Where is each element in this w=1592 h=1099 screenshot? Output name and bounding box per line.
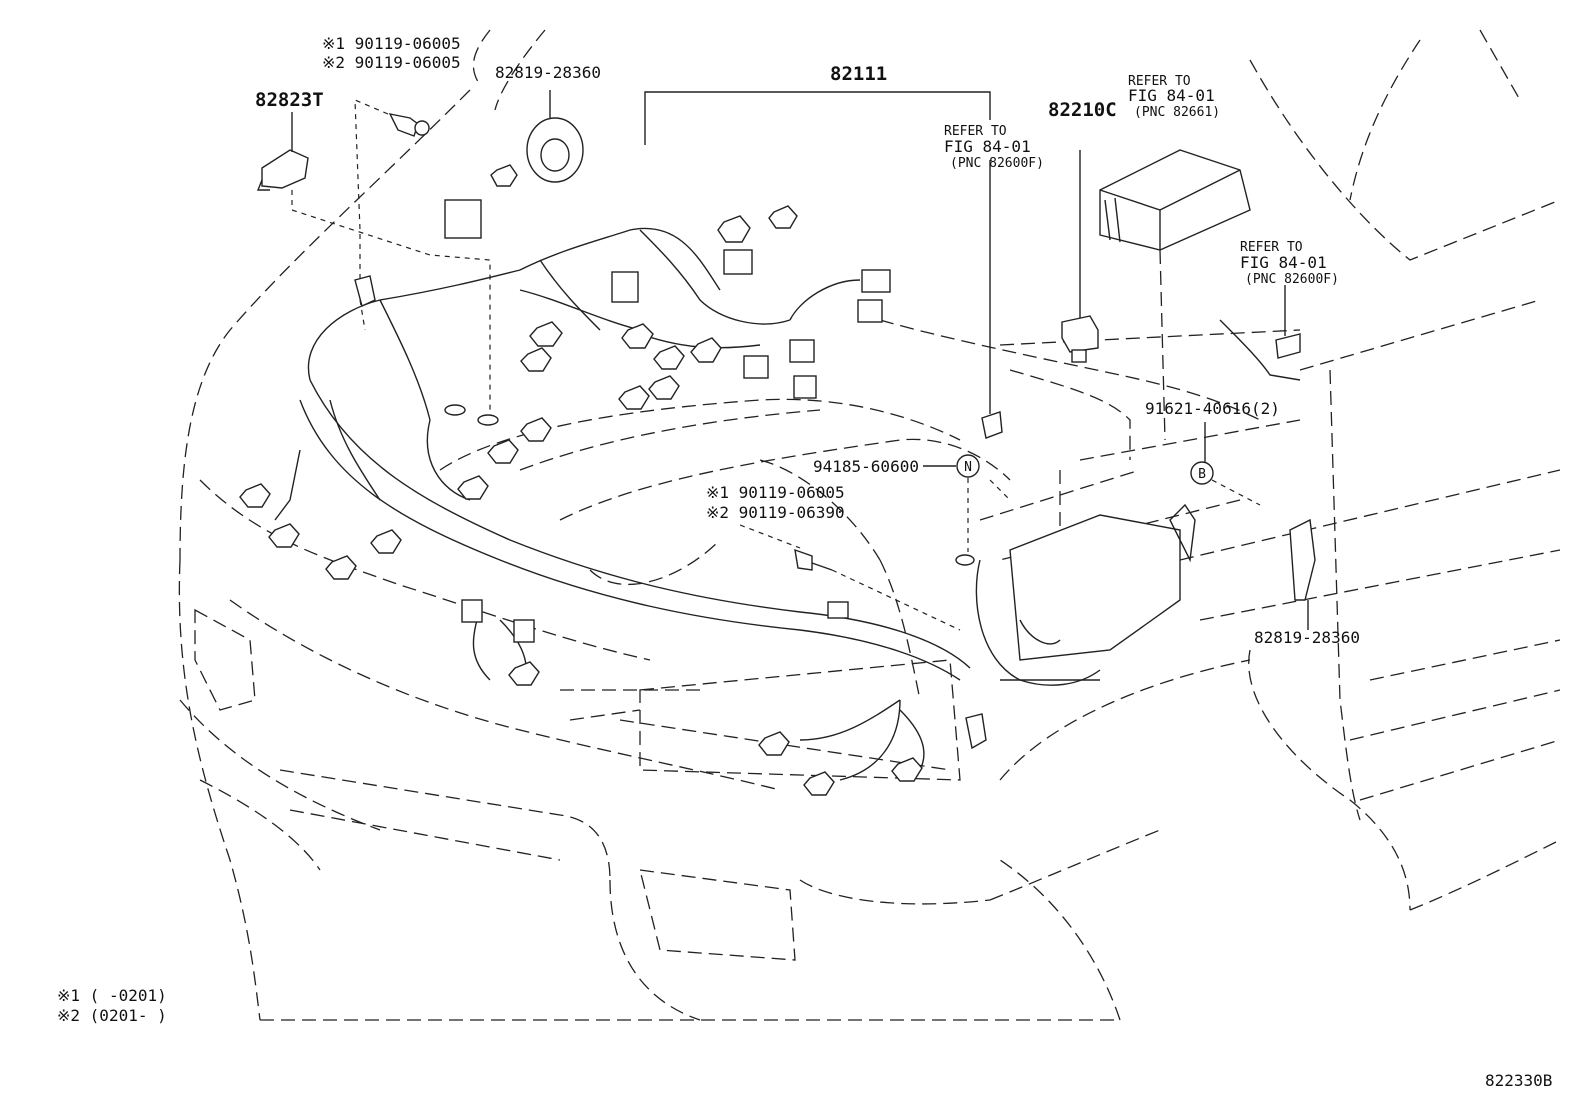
clamp-82823t [256,112,491,410]
connector [723,249,753,275]
leader-lines [644,91,1261,552]
bolt-middle [739,524,961,631]
label-clip-note2: ※2 90119-06005 [322,53,461,72]
circle-letter-n-icon: N [956,454,980,478]
connector [461,599,483,623]
label-refer2-line3: (PNC 82661) [1134,105,1220,120]
connector [827,601,849,619]
connector [529,321,563,347]
connector [520,347,552,372]
connector [653,345,685,370]
circle-letter-b-icon: B [1190,461,1214,485]
connector [621,323,654,349]
connector [861,269,891,293]
connector [520,417,552,442]
grommet-top [526,90,584,183]
fuse-center [981,160,1003,439]
label-bolt-mid-note1: ※1 90119-06005 [706,483,845,502]
label-refer3-line1: REFER TO [1240,240,1303,255]
connector [611,271,639,303]
label-relay: 82210C [1048,99,1117,121]
bolt-top [354,99,430,331]
fuse-box [1099,149,1251,251]
label-harness-main: 82111 [830,63,887,85]
connector [618,385,650,410]
label-refer1-line3: (PNC 82600F) [950,156,1044,171]
marker-n-label: N [964,460,972,475]
harness-connectors [239,164,1149,796]
connector [457,475,489,500]
connector [508,661,540,686]
label-refer2-line1: REFER TO [1128,74,1191,89]
connector [268,523,300,548]
legend-note2: ※2 (0201- ) [57,1006,167,1025]
connector [758,731,790,756]
connector [803,771,835,796]
connector [513,619,535,643]
label-clamp: 82823T [255,89,324,111]
connector [789,339,815,363]
wiring-harness-82111 [274,227,1101,781]
junction-block [1009,503,1196,661]
connector [370,529,402,554]
label-grommet-right: 82819-28360 [1254,628,1360,647]
grommet-right [1289,518,1316,630]
part-labels: ※1 90119-06005 ※2 90119-06005 82819-2836… [57,34,1552,1090]
connector [690,337,722,363]
fuse-right [1219,285,1301,381]
relay-82210c [1061,150,1099,363]
legend-note1: ※1 ( -0201) [57,986,167,1005]
connector [768,205,798,229]
connector [239,483,271,508]
connector [444,199,482,239]
label-refer1-line1: REFER TO [944,124,1007,139]
label-clip-note1: ※1 90119-06005 [322,34,461,53]
connector [743,355,769,379]
connector [648,375,680,400]
label-refer3-line3: (PNC 82600F) [1245,272,1339,287]
connector [490,164,518,187]
marker-b-label: B [1198,467,1206,482]
label-bolt-mid-note2: ※2 90119-06390 [706,503,845,522]
connector [717,215,751,243]
connector [793,375,817,399]
label-grommet-top: 82819-28360 [495,63,601,82]
connector [891,757,923,782]
label-bolt-b: 91621-40616(2) [1145,399,1280,418]
label-nut-n: 94185-60600 [813,457,919,476]
label-refer1-line2: FIG 84-01 [944,137,1031,156]
label-refer2-line2: FIG 84-01 [1128,86,1215,105]
connector [487,439,519,464]
connector [857,299,883,323]
label-refer3-line2: FIG 84-01 [1240,253,1327,272]
connector [325,555,357,580]
vehicle-body-outline [178,29,1561,1021]
harness-clips [354,275,987,750]
diagram-id: 822330B [1485,1071,1552,1090]
